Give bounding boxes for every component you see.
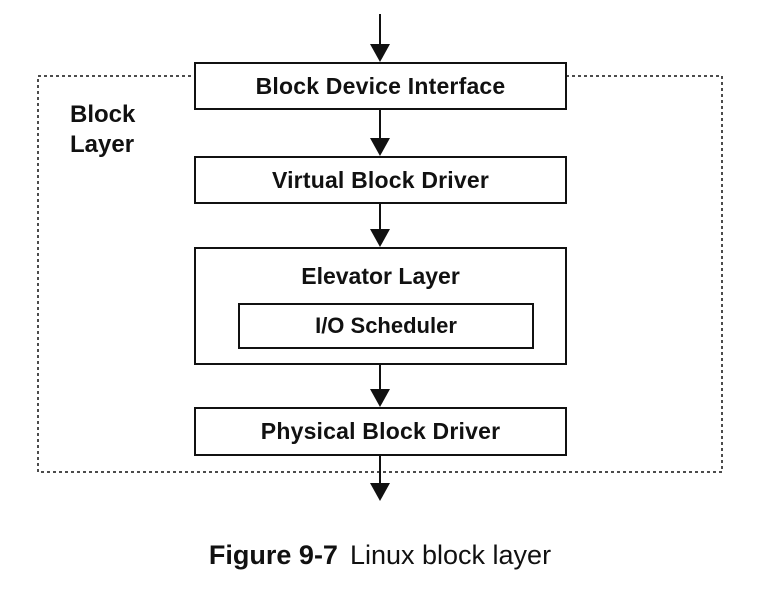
figure-caption-text: Linux block layer: [349, 540, 552, 570]
figure-caption: Figure 9-7 Linux block layer: [0, 540, 760, 571]
arrow-elevator-to-pbd: [370, 364, 390, 407]
arrow-bdi-to-vbd: [370, 109, 390, 156]
block-device-interface-label: Block Device Interface: [255, 72, 506, 99]
virtual-block-driver-label: Virtual Block Driver: [271, 166, 490, 193]
arrow-vbd-to-elevator: [370, 204, 390, 247]
elevator-layer-label: Elevator Layer: [301, 263, 460, 289]
block-layer-label-line1: Block: [70, 101, 136, 128]
io-scheduler-box: I/O Scheduler: [238, 303, 534, 349]
arrow-exit: [370, 456, 390, 501]
figure-number: Figure 9-7: [208, 540, 338, 570]
block-layer-label: Block Layer: [70, 100, 135, 160]
elevator-layer-box: Elevator Layer I/O Scheduler: [194, 247, 567, 365]
arrow-entry: [370, 14, 390, 62]
virtual-block-driver-box: Virtual Block Driver: [194, 156, 567, 204]
io-scheduler-label: I/O Scheduler: [315, 313, 457, 338]
physical-block-driver-box: Physical Block Driver: [194, 407, 567, 456]
physical-block-driver-label: Physical Block Driver: [260, 418, 501, 444]
block-device-interface-box: Block Device Interface: [194, 62, 567, 110]
block-layer-label-line2: Layer: [70, 131, 135, 158]
